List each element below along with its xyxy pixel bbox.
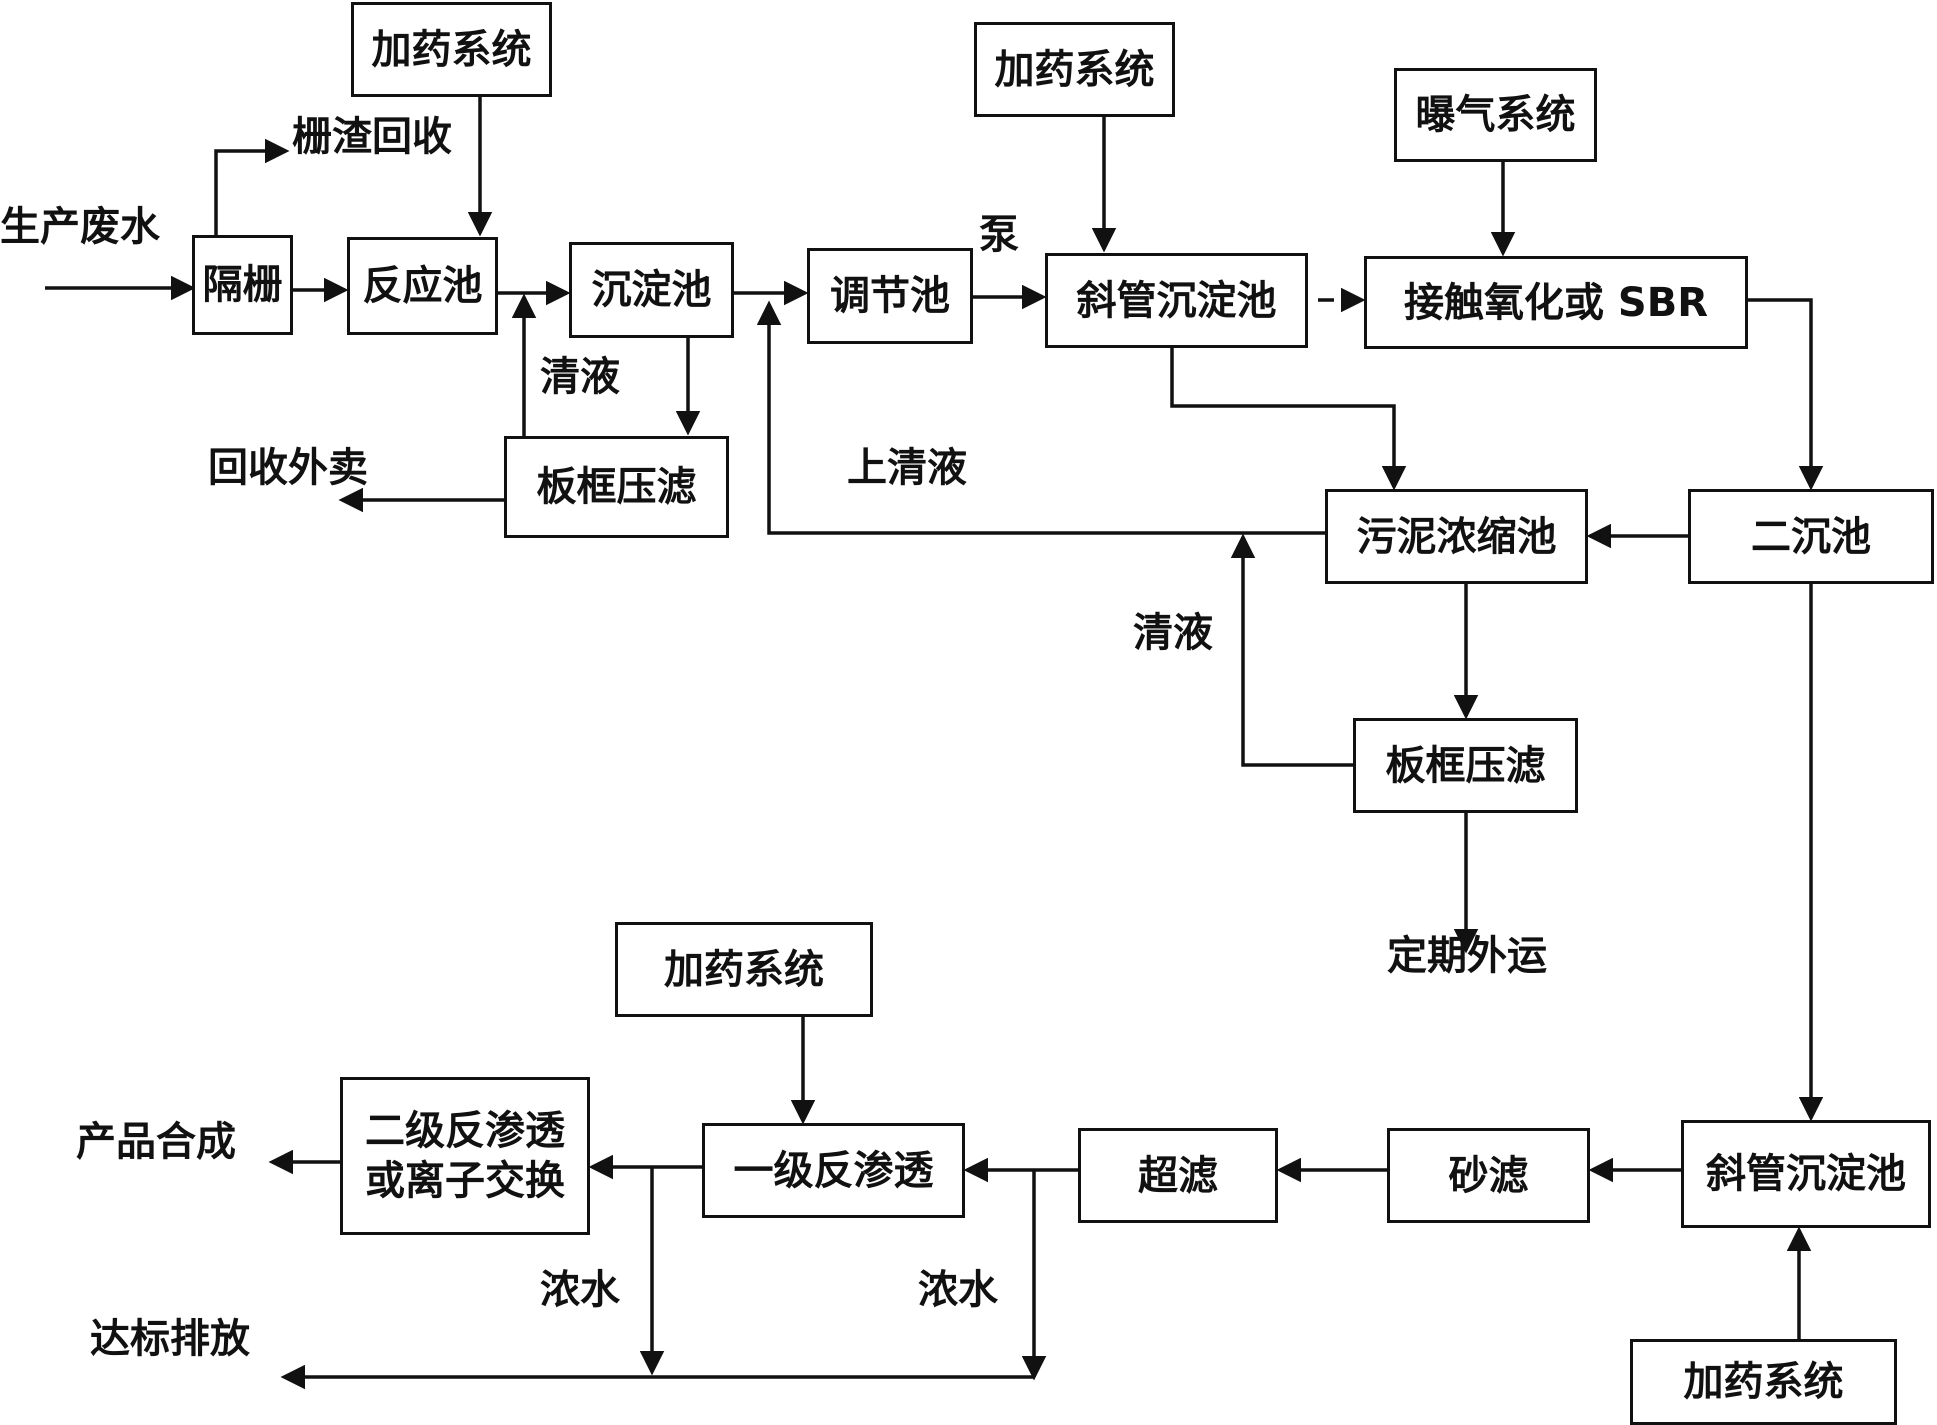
- secondary-ro-or-ion-exchange-box: 二级反渗透 或离子交换: [340, 1077, 590, 1235]
- wastewater-inlet-label: 生产废水: [0, 204, 160, 250]
- plate-filter-press-box-1: 板框压滤: [504, 436, 729, 538]
- ion-exchange-label: 或离子交换: [365, 1158, 565, 1204]
- settling-tank-box: 沉淀池: [569, 242, 734, 338]
- supernatant-label: 上清液: [847, 445, 967, 491]
- clear-liquid-label-2: 清液: [1133, 610, 1213, 656]
- arrow-settler1-to-thickener: [1170, 348, 1407, 491]
- dosing-system-box-3: 加药系统: [615, 922, 873, 1017]
- compliant-discharge-label: 达标排放: [90, 1316, 250, 1362]
- secondary-clarifier-box: 二沉池: [1688, 489, 1934, 584]
- screen-box: 隔栅: [192, 235, 293, 335]
- reaction-tank-box: 反应池: [347, 237, 498, 335]
- screenings-recovery-label: 栅渣回收: [292, 114, 452, 160]
- plate-filter-press-box-2: 板框压滤: [1353, 718, 1578, 813]
- secondary-ro-label: 二级反渗透: [365, 1108, 565, 1154]
- arrow-screen-to-screenings: [214, 138, 290, 235]
- sand-filter-box: 砂滤: [1387, 1128, 1590, 1223]
- sludge-thickener-box: 污泥浓缩池: [1325, 489, 1588, 584]
- product-synthesis-label: 产品合成: [76, 1119, 236, 1165]
- periodic-transport-label: 定期外运: [1387, 933, 1547, 979]
- arrow-oxidation-to-clarifier: [1748, 298, 1824, 491]
- pump-label: 泵: [979, 212, 1019, 258]
- primary-ro-box: 一级反渗透: [702, 1123, 965, 1218]
- arrow-supernatant-return: [756, 300, 1325, 535]
- contact-oxidation-sbr-box: 接触氧化或 SBR: [1364, 256, 1748, 349]
- inclined-tube-settler-box-1: 斜管沉淀池: [1045, 253, 1308, 348]
- arrow-filter2-clear-return: [1230, 533, 1353, 767]
- concentrate-label-1: 浓水: [540, 1267, 620, 1313]
- recovery-sale-label: 回收外卖: [208, 445, 368, 491]
- clear-liquid-label-1: 清液: [540, 354, 620, 400]
- dosing-system-box-2: 加药系统: [974, 22, 1175, 117]
- inclined-tube-settler-box-2: 斜管沉淀池: [1681, 1120, 1931, 1228]
- regulating-tank-box: 调节池: [807, 248, 973, 344]
- concentrate-label-2: 浓水: [918, 1267, 998, 1313]
- dosing-system-box-1: 加药系统: [351, 2, 552, 97]
- aeration-system-box: 曝气系统: [1394, 68, 1597, 162]
- ultrafiltration-box: 超滤: [1078, 1128, 1278, 1223]
- dosing-system-box-4: 加药系统: [1630, 1339, 1897, 1425]
